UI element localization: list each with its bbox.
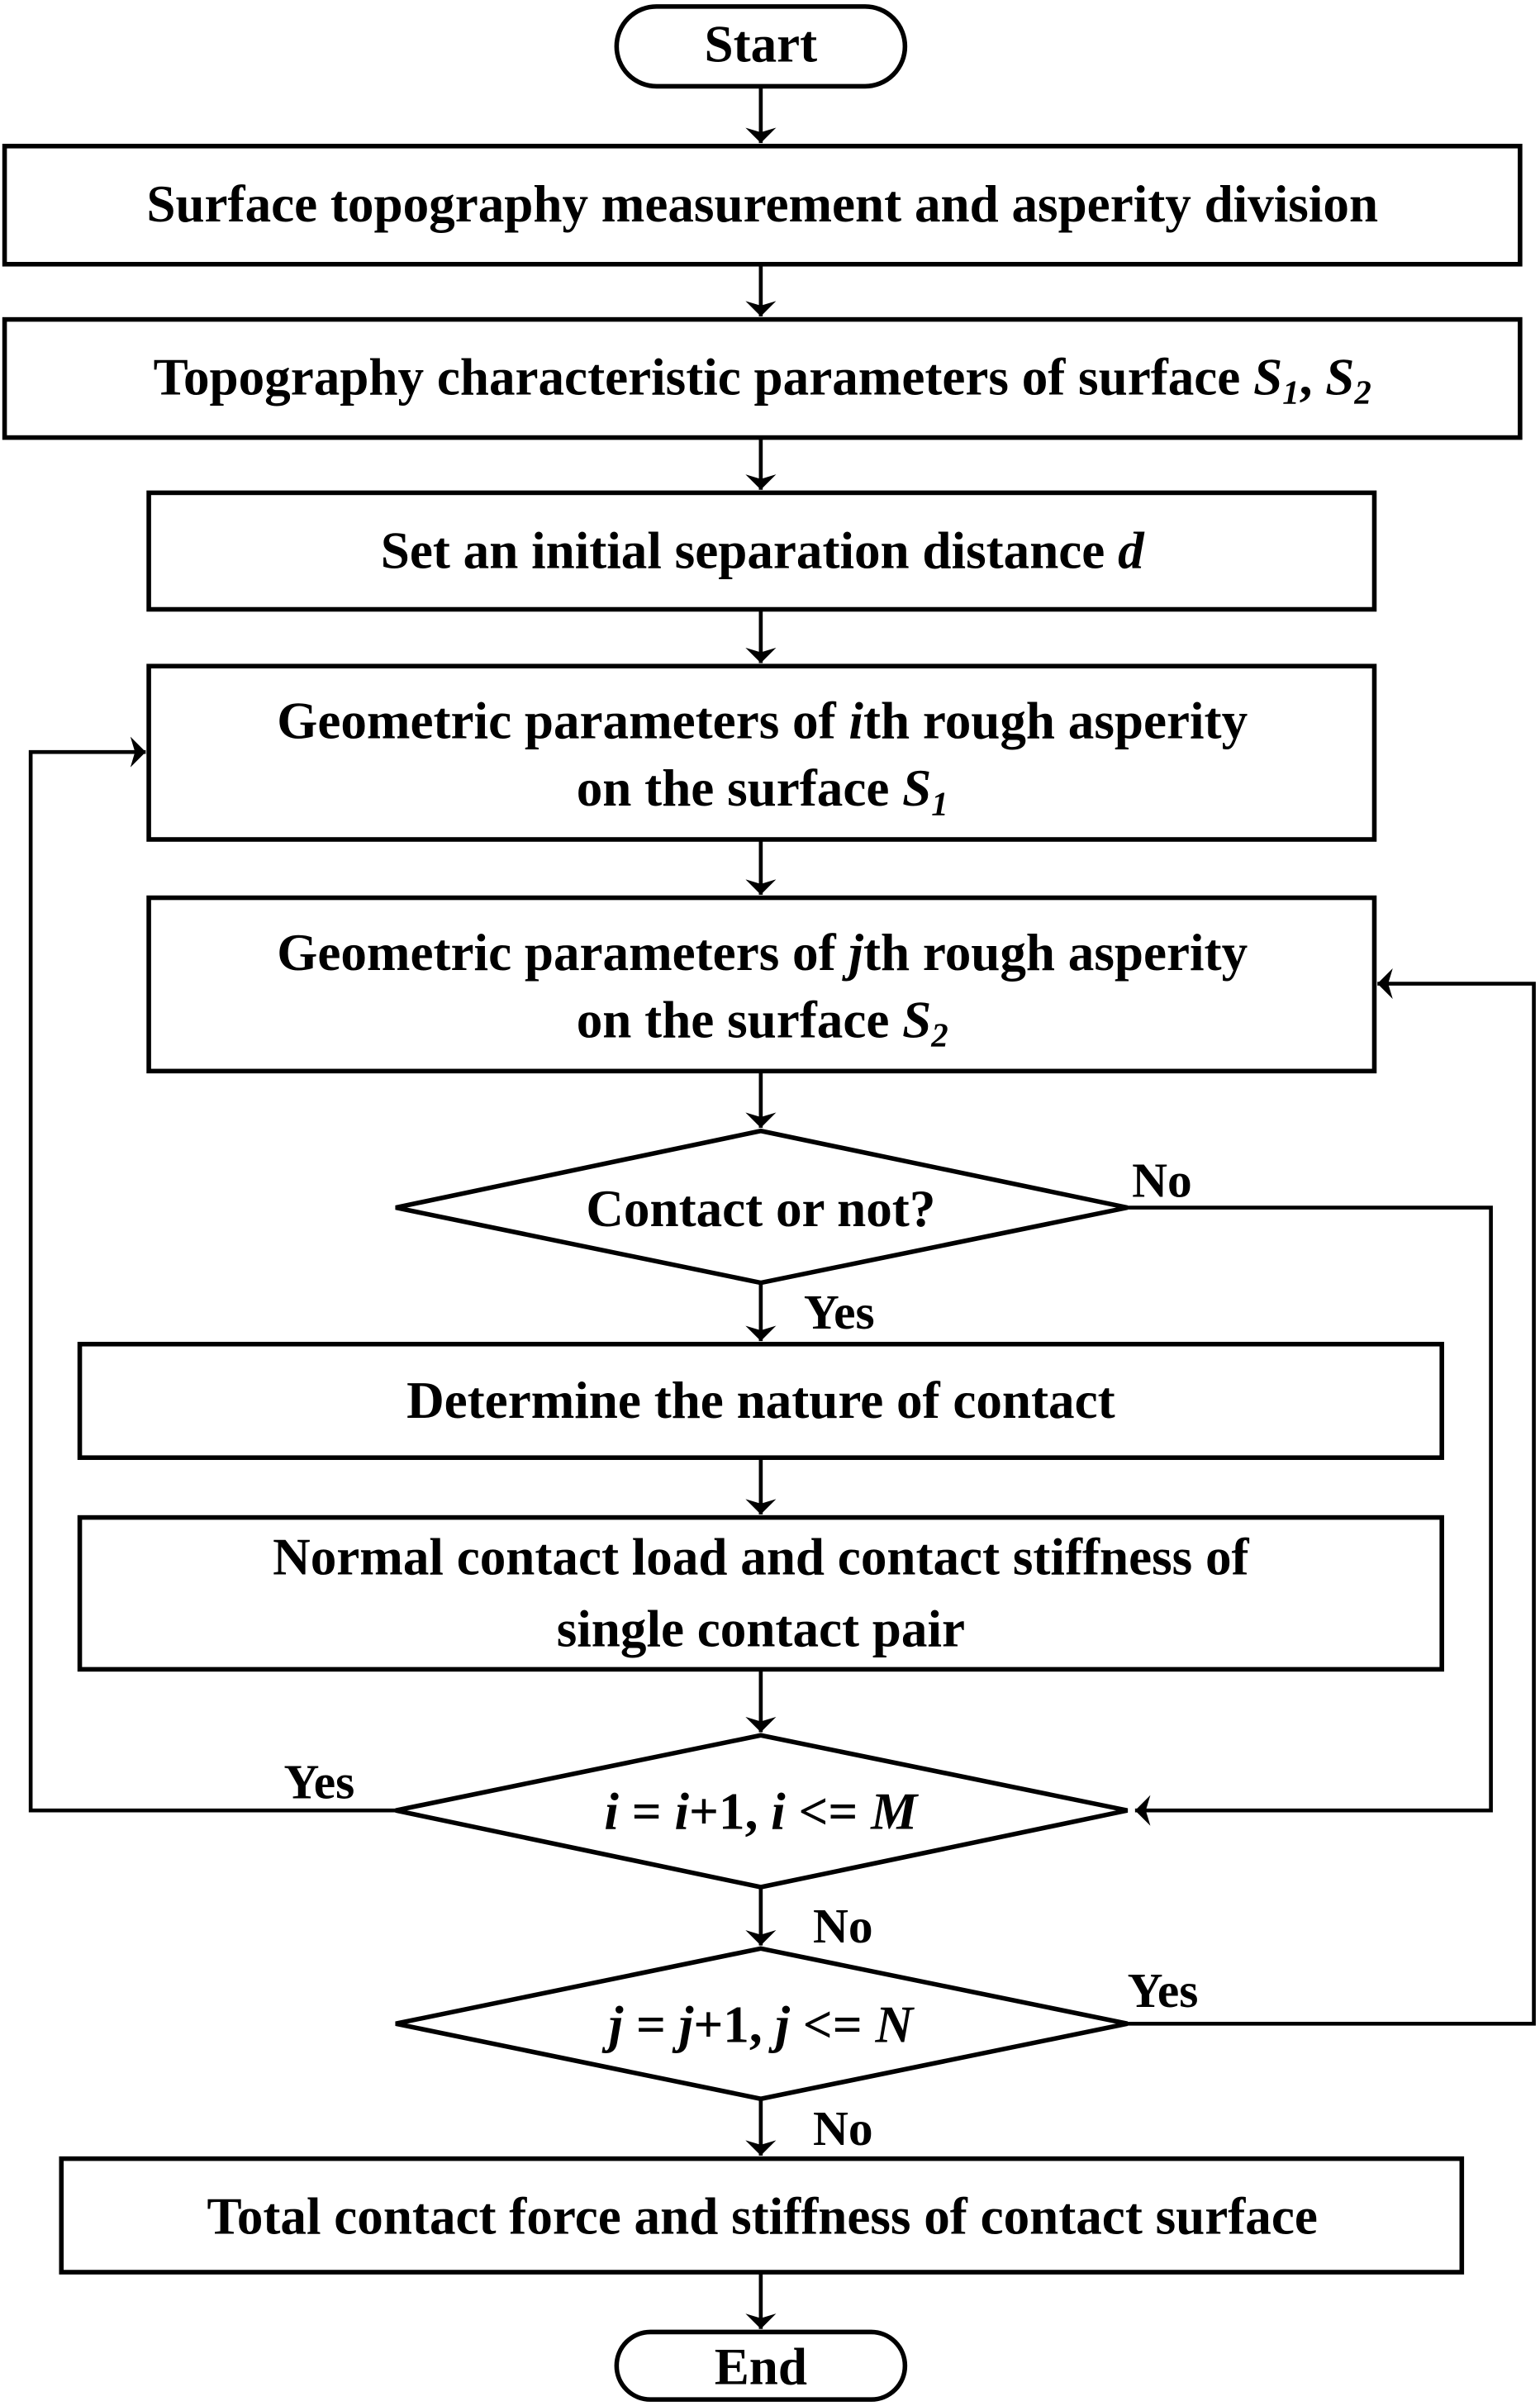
decision-j-loop-label: j = j+1, j <= N bbox=[601, 1996, 915, 2054]
start-node: Start bbox=[614, 4, 908, 89]
step-normal-load-line1: Normal contact load and contact stiffnes… bbox=[273, 1528, 1249, 1586]
step-surface-measurement-label: Surface topography measurement and asper… bbox=[146, 175, 1378, 233]
arrow-decision1-no-loop bbox=[1127, 1205, 1493, 1826]
start-label: Start bbox=[705, 16, 818, 74]
decision-i-loop: i = i+1, i <= M bbox=[395, 1733, 1129, 1890]
step-contact-nature: Determine the nature of contact bbox=[77, 1342, 1444, 1460]
arrow-decision3-yes-loop bbox=[1127, 968, 1536, 2026]
step-topography-parameters: Topography characteristic parameters of … bbox=[2, 316, 1523, 440]
decision-j-loop-yes-label: Yes bbox=[1128, 1963, 1199, 2018]
step-jth-asperity-line2: on the surface S2 bbox=[577, 991, 948, 1053]
decision-i-loop-label: i = i+1, i <= M bbox=[604, 1782, 919, 1840]
step-jth-asperity: Geometric parameters of jth rough asperi… bbox=[146, 895, 1377, 1074]
decision-contact-yes-label: Yes bbox=[804, 1285, 875, 1339]
step-jth-asperity-line1: Geometric parameters of jth rough asperi… bbox=[277, 924, 1248, 982]
decision-contact-label: Contact or not? bbox=[586, 1180, 935, 1238]
step-ith-asperity-line1: Geometric parameters of ith rough asperi… bbox=[277, 692, 1248, 749]
decision-j-loop-no-label: No bbox=[813, 2101, 873, 2156]
step-contact-nature-label: Determine the nature of contact bbox=[406, 1372, 1115, 1429]
step-normal-load: Normal contact load and contact stiffnes… bbox=[77, 1514, 1444, 1672]
end-label: End bbox=[715, 2338, 807, 2396]
step-total-contact: Total contact force and stiffness of con… bbox=[59, 2156, 1465, 2275]
connectors bbox=[28, 86, 1536, 2329]
arrow-decision2-yes-loop bbox=[28, 736, 396, 1813]
step-initial-separation-label: Set an initial separation distance d bbox=[381, 521, 1145, 579]
step-topography-parameters-label: Topography characteristic parameters of … bbox=[154, 349, 1371, 411]
decision-contact-no-label: No bbox=[1132, 1153, 1192, 1208]
step-initial-separation: Set an initial separation distance d bbox=[146, 490, 1377, 612]
decision-i-loop-no-label: No bbox=[813, 1899, 873, 1953]
step-normal-load-line2: single contact pair bbox=[557, 1600, 965, 1658]
decision-j-loop: j = j+1, j <= N bbox=[395, 1946, 1129, 2102]
step-surface-measurement: Surface topography measurement and asper… bbox=[2, 144, 1523, 267]
step-total-contact-label: Total contact force and stiffness of con… bbox=[207, 2188, 1318, 2246]
step-ith-asperity: Geometric parameters of ith rough asperi… bbox=[146, 663, 1377, 842]
decision-contact: Contact or not? bbox=[395, 1128, 1129, 1286]
end-node: End bbox=[614, 2329, 908, 2402]
step-ith-asperity-line2: on the surface S1 bbox=[577, 759, 948, 822]
decision-i-loop-yes-label: Yes bbox=[283, 1754, 354, 1809]
